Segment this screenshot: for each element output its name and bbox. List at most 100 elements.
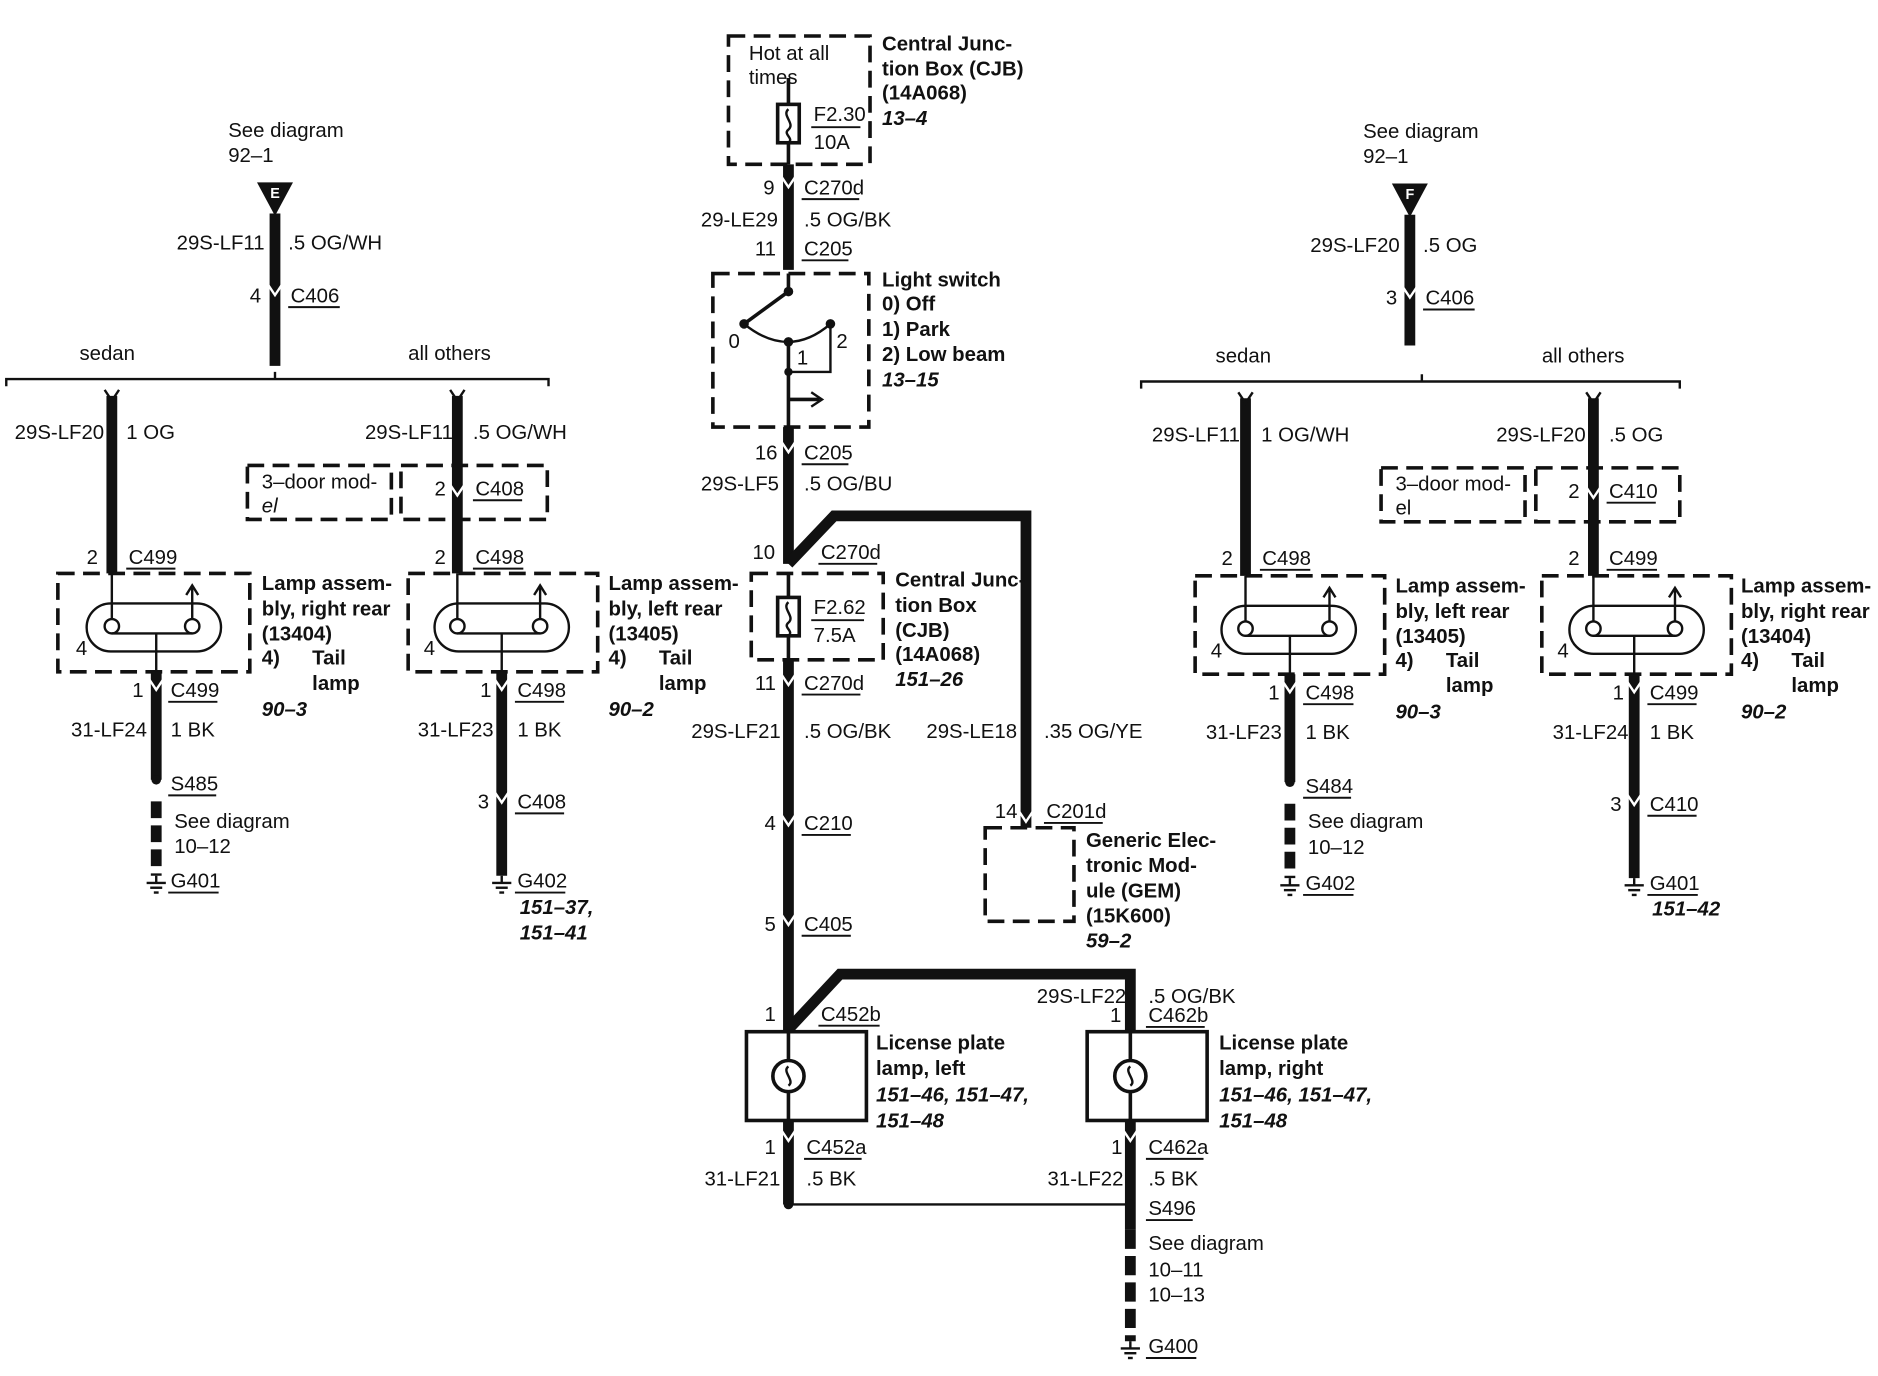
switch-option-park: 1) Park <box>882 319 951 341</box>
cjb-top-note-1: Hot at all <box>749 43 829 65</box>
pin-label: 2 <box>87 547 98 569</box>
switch-pos-0: 0 <box>728 331 739 353</box>
lamp-circuit-num: 4) <box>1741 650 1759 672</box>
circuit-label: 29S-LF22 <box>1037 986 1126 1008</box>
gem-module: Generic Elec- tronic Mod- ule (GEM) (15K… <box>983 825 1216 953</box>
circuit-label: 31-LF22 <box>1048 1168 1124 1190</box>
lamp-tail-2: lamp <box>659 673 707 695</box>
connector-label: C499 <box>1650 682 1699 704</box>
pin-label: 2 <box>1222 548 1233 570</box>
connector-label: C270d <box>821 542 881 564</box>
connector-label: C408 <box>475 478 524 500</box>
connector-label: C201d <box>1046 801 1106 823</box>
door-note-1: 3–door mod- <box>262 471 378 493</box>
cjb-top-part: (14A068) <box>882 83 967 105</box>
ground-label: G401 <box>171 871 221 893</box>
fuse-rating: 7.5A <box>814 625 856 647</box>
switch-arm-icon <box>742 290 790 326</box>
lamp-tail-1: Tail <box>312 648 346 670</box>
ground-icon <box>492 875 512 894</box>
pin-label: 1 <box>1268 682 1279 704</box>
lamp-ref: 90–2 <box>1741 702 1787 724</box>
option-label: all others <box>408 343 491 365</box>
cjb-top-ref: 13–4 <box>882 108 927 130</box>
circuit-label: 29S-LF11 <box>1152 424 1240 446</box>
lamp-name-1: License plate <box>1219 1033 1348 1055</box>
pin-label: 4 <box>1211 640 1222 662</box>
gem-ref: 59–2 <box>1086 931 1132 953</box>
lamp-part: (13405) <box>1395 626 1465 648</box>
option-label: sedan <box>79 343 135 365</box>
see-diagram: See diagram <box>1148 1233 1264 1255</box>
connector-label: C205 <box>804 442 853 464</box>
lamp-circuit-num: 4) <box>1395 650 1413 672</box>
wire-size-color: 1 BK <box>1650 722 1695 744</box>
circuit-label: 31-LF24 <box>71 720 147 742</box>
connector-f-icon <box>1391 183 1428 218</box>
cjb-mid: 10 C270d F2.62 7.5A Central Junc- tion B… <box>749 542 1025 691</box>
connector-label: C499 <box>1609 548 1658 570</box>
connector-label: C498 <box>1262 548 1311 570</box>
lamp-ref-2: 151–48 <box>1219 1111 1288 1133</box>
lamp-name-1: Lamp assem- <box>1741 576 1871 598</box>
circuit-label: 29S-LF20 <box>1496 424 1585 446</box>
connector-letter: E <box>270 186 280 202</box>
cjb-top-name-2: tion Box (CJB) <box>882 59 1023 81</box>
pin-label: 10 <box>752 542 775 564</box>
connector-label: C406 <box>291 285 340 307</box>
gem-name-1: Generic Elec- <box>1086 830 1216 852</box>
connector-label: C498 <box>475 547 524 569</box>
pin-label: 2 <box>1568 548 1579 570</box>
lamp-part: (13404) <box>1741 626 1811 648</box>
wire-size-color: 1 BK <box>517 720 562 742</box>
pin-label: 14 <box>995 801 1018 823</box>
lamp-name-1: Lamp assem- <box>1395 576 1525 598</box>
lamp-tail-2: lamp <box>1446 675 1494 697</box>
right-branch-sedan: 29S-LF11 1 OG/WH 2 C498 4 Lamp assem- bl… <box>1152 391 1526 897</box>
connector-label: C406 <box>1425 288 1474 310</box>
option-bracket <box>5 371 550 387</box>
lamp-name-2: bly, left rear <box>608 598 722 620</box>
cjb-top-name-1: Central Junc- <box>882 33 1012 55</box>
connector-label: C408 <box>517 792 566 814</box>
door-note-1: 3–door mod- <box>1395 474 1511 496</box>
door-note-2: el <box>1395 498 1411 520</box>
lamp-ref-1: 151–46, 151–47, <box>1219 1084 1372 1106</box>
lamp-tail-2: lamp <box>1791 675 1839 697</box>
pin-label: 16 <box>755 442 778 464</box>
lamp-circuit-num: 4) <box>608 648 626 670</box>
connector-label: C405 <box>804 914 853 936</box>
connector-label: C452a <box>806 1137 867 1159</box>
wire-size-color: 1 BK <box>171 720 216 742</box>
pin-label: 1 <box>1613 682 1624 704</box>
connector-e-icon <box>256 182 293 216</box>
see-ref: 10–12 <box>174 836 231 858</box>
see-diagram: See diagram <box>1363 121 1479 143</box>
cjb-mid-part: (14A068) <box>895 644 980 666</box>
see-diagram: See diagram <box>1308 811 1424 833</box>
cjb-mid-name-2: tion Box <box>895 595 977 617</box>
pin-label: 5 <box>764 914 775 936</box>
circuit-label: 29S-LF20 <box>1310 235 1399 257</box>
switch-ref: 13–15 <box>882 369 939 391</box>
see-diagram: See diagram <box>174 811 290 833</box>
switch-option-off: 0) Off <box>882 294 935 316</box>
center-wire-3: 11 C270d 29S-LF21 .5 OG/BK 4 C210 5 C405 <box>691 659 1136 1033</box>
pin-label: 2 <box>1568 481 1579 503</box>
connector-letter: F <box>1405 187 1414 203</box>
wire-size-color: .5 OG <box>1609 424 1663 446</box>
ground-icon <box>146 875 166 894</box>
door-note-2: el <box>262 495 278 517</box>
switch-option-low-beam: 2) Low beam <box>882 344 1005 366</box>
ground-label: G401 <box>1650 873 1700 895</box>
connector-label: C499 <box>129 547 178 569</box>
ground-icon <box>1624 878 1644 897</box>
pin-label: 3 <box>478 792 489 814</box>
connector-label: C270d <box>804 673 864 695</box>
pin-label: 4 <box>76 638 87 660</box>
license-lamp-left: 1 C452b License plate lamp, left 151–46,… <box>704 1004 1131 1210</box>
gem-branch-wire: 29S-LE18 .35 OG/YE 14 C201d <box>784 510 1143 828</box>
circuit-label: 29S-LF11 <box>177 233 265 255</box>
connector-label: C205 <box>804 239 853 261</box>
pin-label: 1 <box>480 680 491 702</box>
